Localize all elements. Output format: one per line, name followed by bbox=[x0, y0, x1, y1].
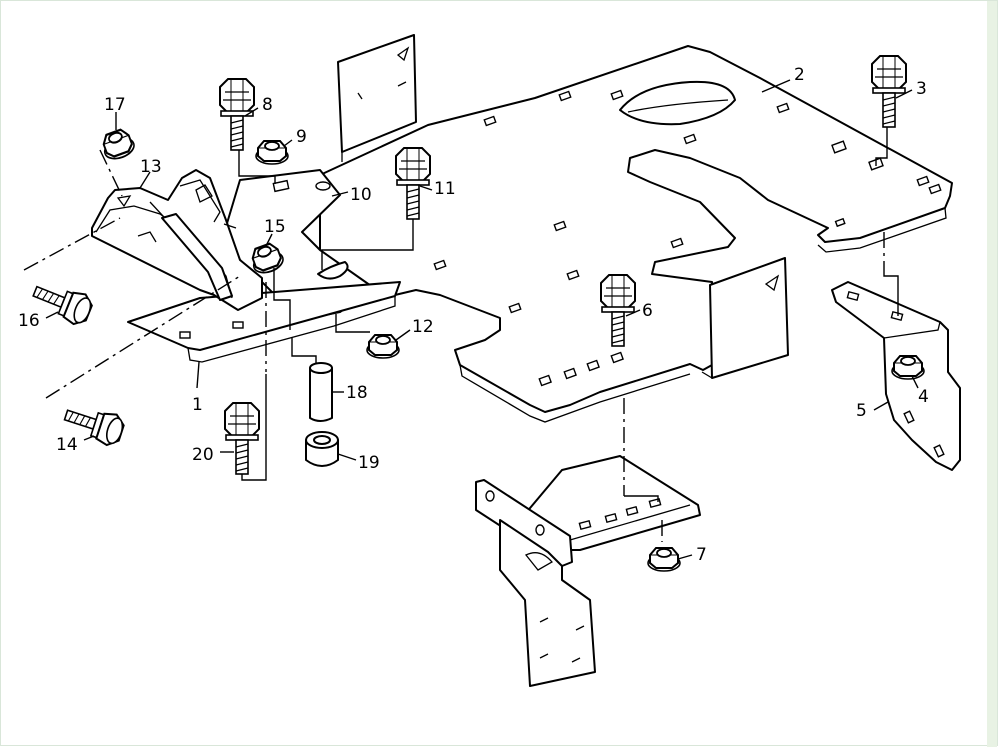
callout-17: 17 bbox=[104, 95, 126, 115]
assembly-lines bbox=[23, 127, 899, 542]
bolt-3 bbox=[871, 55, 907, 128]
callout-20: 20 bbox=[192, 445, 214, 465]
callout-18: 18 bbox=[346, 383, 368, 403]
callout-1: 1 bbox=[192, 395, 203, 415]
nut-4 bbox=[891, 355, 925, 380]
callout-16: 16 bbox=[18, 311, 40, 331]
callout-14: 14 bbox=[56, 435, 78, 455]
callout-5: 5 bbox=[856, 401, 867, 421]
callout-12: 12 bbox=[412, 317, 434, 337]
callout-15: 15 bbox=[264, 217, 286, 237]
callout-3: 3 bbox=[916, 79, 927, 99]
mount-bracket bbox=[91, 169, 263, 311]
callout-11: 11 bbox=[434, 179, 456, 199]
callout-4: 4 bbox=[918, 387, 929, 407]
callout-10: 10 bbox=[350, 185, 372, 205]
callout-19: 19 bbox=[358, 453, 380, 473]
nut-17 bbox=[98, 125, 138, 164]
nut-7 bbox=[647, 547, 681, 572]
bottom-bracket bbox=[475, 455, 701, 687]
mounting-plate bbox=[319, 34, 953, 423]
nut-12 bbox=[366, 334, 400, 359]
bolt-8 bbox=[219, 78, 255, 151]
spacer-sleeve bbox=[309, 362, 333, 422]
nut-9 bbox=[255, 140, 289, 165]
bushing bbox=[305, 431, 339, 467]
callout-7: 7 bbox=[696, 545, 707, 565]
base-plate bbox=[127, 281, 401, 363]
callout-9: 9 bbox=[296, 127, 307, 147]
callout-2: 2 bbox=[794, 65, 805, 85]
callout-13: 13 bbox=[140, 157, 162, 177]
callouts: 1 2 3 4 5 6 7 8 9 10 11 12 13 14 15 16 1… bbox=[18, 65, 929, 565]
callout-6: 6 bbox=[642, 301, 653, 321]
callout-8: 8 bbox=[262, 95, 273, 115]
bolt-20 bbox=[224, 402, 260, 475]
leader-lines bbox=[45, 79, 919, 560]
